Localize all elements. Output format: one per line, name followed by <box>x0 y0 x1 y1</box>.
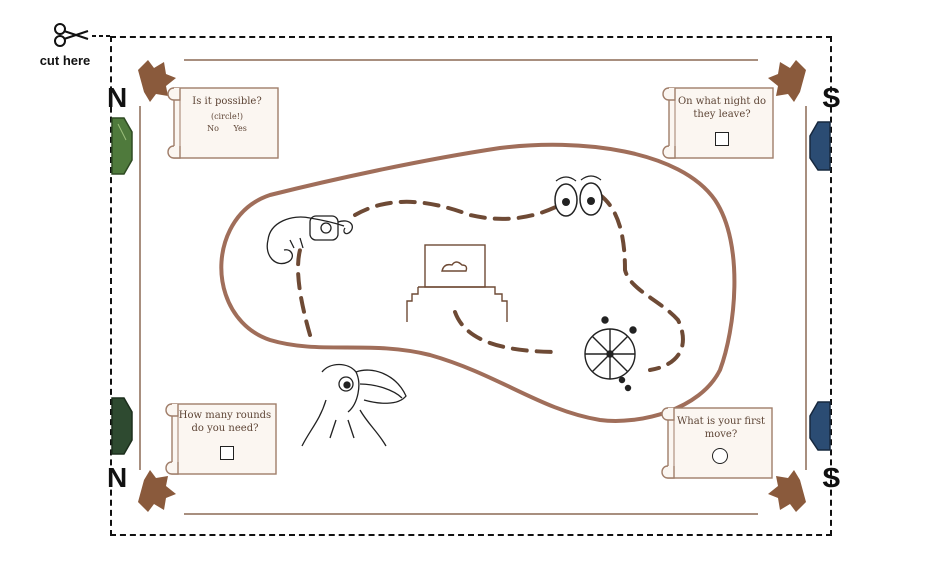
cut-here-label: cut here <box>39 53 91 68</box>
answer-options: No Yes <box>180 124 274 134</box>
gem-blue-top-icon <box>809 121 831 171</box>
scissors-icon <box>52 22 92 48</box>
cloud-icon <box>441 261 468 272</box>
question-text: On what night do they leave? <box>677 96 767 120</box>
answer-square[interactable] <box>715 132 729 146</box>
question-text: What is your first move? <box>676 416 766 440</box>
question-scroll-possible: Is it possible? (circle!) No Yes <box>166 84 282 164</box>
south-letter-top: S <box>822 82 841 113</box>
north-letter-top: N <box>107 82 128 113</box>
question-scroll-night: On what night do they leave? <box>661 84 777 164</box>
eyes-icon <box>554 175 603 217</box>
question-text: How many rounds do you need? <box>178 410 272 434</box>
option-no[interactable]: No <box>207 124 219 133</box>
question-text: Is it possible? <box>192 96 262 107</box>
answer-square[interactable] <box>220 446 234 460</box>
answer-circle[interactable] <box>712 448 728 464</box>
scroll-icon <box>661 407 773 479</box>
trail-path <box>296 193 685 372</box>
question-scroll-rounds: How many rounds do you need? <box>164 400 280 480</box>
island-outline <box>219 142 737 423</box>
temple-icon <box>406 244 508 322</box>
scroll-icon <box>165 403 277 475</box>
gem-green-top-icon <box>111 117 133 175</box>
scroll-icon <box>167 87 279 159</box>
north-letter-bottom: N <box>107 462 128 493</box>
question-subtext: (circle!) <box>210 112 244 121</box>
corner-leaf-icon <box>138 60 806 512</box>
question-scroll-first-move: What is your first move? <box>660 404 776 484</box>
south-letter-bottom: S <box>822 462 841 493</box>
chameleon-icon <box>266 215 353 265</box>
scroll-icon <box>662 87 774 159</box>
gem-green-bottom-icon <box>111 397 133 455</box>
gem-blue-bottom-icon <box>809 401 831 451</box>
sun-dial-icon <box>584 316 637 392</box>
option-yes[interactable]: Yes <box>233 124 247 133</box>
toucan-icon <box>301 363 407 447</box>
